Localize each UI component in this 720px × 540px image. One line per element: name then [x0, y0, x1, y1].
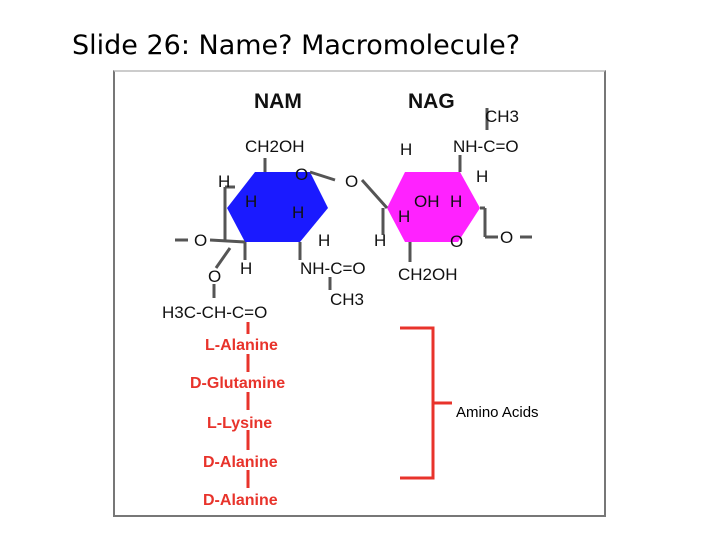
- slide-title: Slide 26: Name? Macromolecule?: [72, 30, 521, 61]
- o-lactyl: O: [208, 267, 221, 286]
- h-left3: H: [292, 203, 304, 222]
- nam-label: NAM: [254, 90, 302, 113]
- ch3-lower: CH3: [330, 290, 364, 309]
- o-bridge: O: [345, 172, 358, 191]
- amino-acid-5: D-Alanine: [203, 492, 278, 509]
- h-left4: H: [240, 259, 252, 278]
- o-right-end: O: [500, 228, 513, 247]
- h-left2: H: [245, 192, 257, 211]
- ch2oh-left: CH2OH: [245, 137, 305, 156]
- figure-frame: [113, 70, 606, 517]
- o-nag-ring: O: [450, 232, 463, 251]
- h-top: H: [400, 140, 412, 159]
- h3c-chain: H3C-CH-C=O: [162, 303, 267, 322]
- oh-nag: OH: [414, 192, 440, 211]
- o-ring-left: O: [295, 165, 308, 184]
- h-mid1: H: [318, 231, 330, 250]
- nh-c-o-right: NH-C=O: [453, 137, 519, 156]
- h-left1: H: [218, 172, 230, 191]
- nam-ring: [227, 172, 328, 242]
- amino-acid-4: D-Alanine: [203, 454, 278, 471]
- o-left-end: O: [194, 231, 207, 250]
- h-mid2: H: [374, 231, 386, 250]
- h-nag1: H: [476, 167, 488, 186]
- amino-acid-3: L-Lysine: [207, 415, 272, 432]
- peptide-chain: L-Alanine D-Glutamine L-Lysine D-Alanine…: [190, 322, 285, 509]
- ch3-top: CH3: [485, 107, 519, 126]
- bracket-label: Amino Acids: [456, 404, 539, 421]
- amino-acid-bracket: [400, 326, 435, 480]
- amino-acid-2: D-Glutamine: [190, 375, 285, 392]
- amino-acid-1: L-Alanine: [205, 337, 278, 354]
- ch2oh-right: CH2OH: [398, 265, 458, 284]
- h-nag2: H: [450, 192, 462, 211]
- nh-c-o-left: NH-C=O: [300, 259, 366, 278]
- nag-ring: [387, 172, 480, 242]
- h-nag3: H: [398, 207, 410, 226]
- nag-label: NAG: [408, 90, 455, 113]
- bonds: [175, 108, 532, 298]
